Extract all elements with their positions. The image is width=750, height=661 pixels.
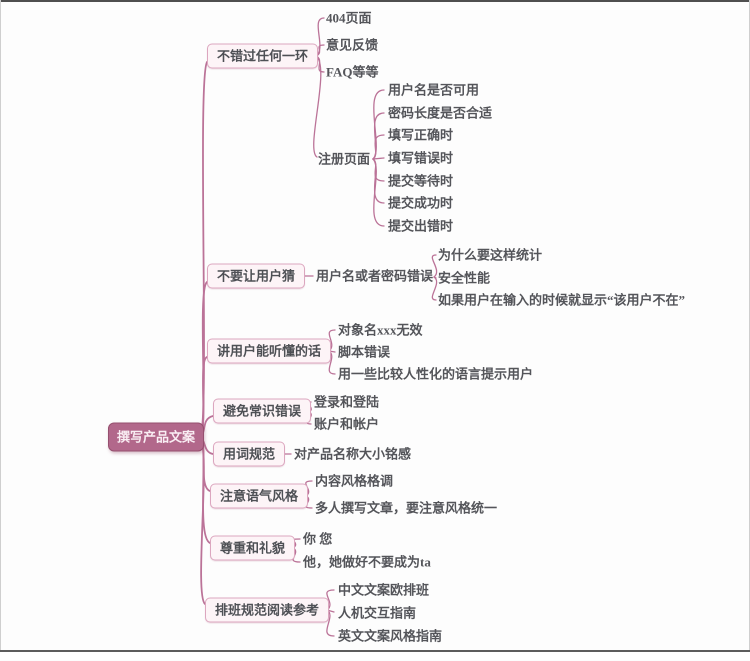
branch-node-6[interactable]: 注意语气风格 <box>210 483 308 509</box>
branch-node-5[interactable]: 用词规范 <box>213 441 285 467</box>
canvas-top-border <box>0 0 750 2</box>
leaf-node[interactable]: 你 您 <box>303 531 333 547</box>
leaf-node[interactable]: 账户和帐户 <box>314 416 380 432</box>
branch-node-1[interactable]: 不错过任何一环 <box>207 43 318 69</box>
leaf-node[interactable]: 用户名是否可用 <box>388 82 480 98</box>
leaf-node[interactable]: 多人撰写文章，要注意风格统一 <box>315 500 498 516</box>
leaf-node[interactable]: 密码长度是否合适 <box>388 105 493 121</box>
branch-node-7[interactable]: 尊重和礼貌 <box>210 535 295 561</box>
branch-node-3[interactable]: 讲用户能听懂的话 <box>207 338 331 364</box>
branch-node-8[interactable]: 排班规范阅读参考 <box>205 597 329 623</box>
leaf-node[interactable]: 中文文案欧排班 <box>338 582 430 598</box>
leaf-node[interactable]: 填写正确时 <box>388 127 454 143</box>
leaf-node[interactable]: 404页面 <box>326 10 372 26</box>
canvas-bottom-border <box>0 650 750 652</box>
leaf-node[interactable]: 对象名xxx无效 <box>338 322 423 338</box>
leaf-node[interactable]: 如果用户在输入的时候就显示“该用户不在” <box>438 292 686 308</box>
leaf-node[interactable]: 提交出错时 <box>388 218 454 234</box>
branch-node-2[interactable]: 不要让用户猜 <box>207 263 305 289</box>
root-node[interactable]: 撰写产品文案 <box>108 422 204 452</box>
leaf-node[interactable]: 人机交互指南 <box>338 605 417 621</box>
leaf-node[interactable]: 内容风格格调 <box>315 473 394 489</box>
leaf-node[interactable]: 脚本错误 <box>338 344 391 360</box>
leaf-node-register-page[interactable]: 注册页面 <box>318 151 371 167</box>
branch-node-4[interactable]: 避免常识错误 <box>213 398 311 424</box>
canvas-left-border <box>0 0 1 651</box>
leaf-node[interactable]: 提交等待时 <box>388 173 454 189</box>
leaf-node[interactable]: 登录和登陆 <box>314 394 380 410</box>
leaf-node[interactable]: 意见反馈 <box>326 37 379 53</box>
leaf-node[interactable]: 英文文案风格指南 <box>338 628 443 644</box>
leaf-node[interactable]: FAQ等等 <box>326 64 379 80</box>
leaf-node[interactable]: 为什么要这样统计 <box>438 247 543 263</box>
leaf-node[interactable]: 对产品名称大小铭感 <box>294 446 412 462</box>
leaf-node[interactable]: 提交成功时 <box>388 195 454 211</box>
leaf-node[interactable]: 他，她做好不要成为ta <box>303 554 431 570</box>
leaf-node[interactable]: 填写错误时 <box>388 150 454 166</box>
leaf-node[interactable]: 用一些比较人性化的语言提示用户 <box>338 366 534 382</box>
leaf-node[interactable]: 安全性能 <box>438 270 491 286</box>
leaf-node[interactable]: 用户名或者密码错误 <box>316 268 434 284</box>
